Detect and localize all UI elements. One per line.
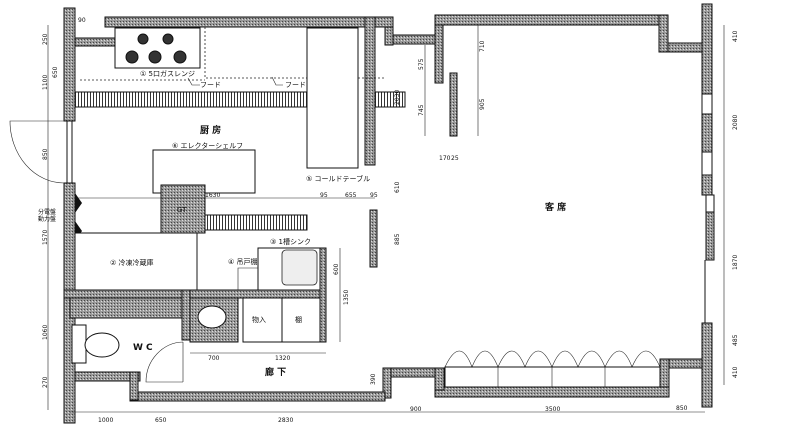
dim-inner-5: 885 xyxy=(394,233,401,245)
label-cold-table: ⑤ コールドテーブル xyxy=(306,174,370,183)
room-corridor: 廊 下 xyxy=(265,366,286,378)
dimension-lines xyxy=(47,25,725,413)
dim-bottom-2: 2830 xyxy=(278,417,293,424)
label-shelf: ⑥ エレクターシェルフ xyxy=(172,141,243,150)
dims-inner: 1630 95 655 95 610 885 575 745 710 905 1… xyxy=(205,40,486,385)
room-seating: 客 席 xyxy=(544,201,566,213)
dim-left-4: 1060 xyxy=(42,325,49,340)
toilet xyxy=(84,332,120,358)
dim-top-0: 90 xyxy=(78,17,86,24)
dim-inner-7: 745 xyxy=(418,104,425,116)
label-storage: 物入 xyxy=(252,315,266,324)
label-panel: 分電盤 xyxy=(38,208,56,216)
dim-left-2: 850 xyxy=(42,148,49,160)
dim-inner-0: 1630 xyxy=(205,192,220,199)
label-hanging-cabinet: ④ 吊戸棚 xyxy=(228,257,258,266)
dim-left-6: 650 xyxy=(52,66,59,78)
dim-inner-3: 95 xyxy=(370,192,378,199)
dim-right-0: 410 xyxy=(732,30,739,42)
dims-right: 410 2080 1870 485 410 xyxy=(732,30,739,378)
dim-inner-2: 655 xyxy=(345,192,357,199)
label-hood-2: フード xyxy=(285,81,306,89)
dim-right-4: 410 xyxy=(732,366,739,378)
fridge xyxy=(74,232,198,291)
hood-duct xyxy=(74,91,308,108)
label-gt: GT xyxy=(177,206,187,214)
room-kitchen: 厨 房 xyxy=(200,124,221,136)
dim-right-3: 485 xyxy=(732,334,739,346)
dim-inner-16: 1320 xyxy=(275,355,290,362)
dim-left-3: 1570 xyxy=(42,230,49,245)
grease-trap xyxy=(160,184,206,234)
dims-bottom: 1000 650 2830 900 3500 850 xyxy=(98,405,688,424)
dims-left: 250 1100 850 1570 1060 270 650 xyxy=(42,33,59,388)
dim-inner-12: 2030 xyxy=(394,90,401,105)
dim-bottom-3: 900 xyxy=(410,406,422,413)
label-hood-1: フード xyxy=(200,81,221,89)
cold-table xyxy=(306,27,359,169)
walls xyxy=(63,3,715,424)
toilet-tank xyxy=(71,324,87,364)
dim-inner-17: 390 xyxy=(370,373,377,385)
kitchen-equipment xyxy=(71,27,661,388)
dim-left-5: 270 xyxy=(42,376,49,388)
dim-inner-1: 95 xyxy=(320,192,328,199)
label-shelf-small: 棚 xyxy=(295,315,302,324)
label-power-panel: 動力盤 xyxy=(38,215,56,223)
label-fridge: ② 冷凍冷蔵庫 xyxy=(110,258,154,267)
dim-inner-4: 610 xyxy=(394,181,401,193)
dim-right-1: 2080 xyxy=(732,115,739,130)
dim-inner-8: 710 xyxy=(479,40,486,52)
dim-left-0: 250 xyxy=(42,33,49,45)
dim-inner-6: 575 xyxy=(418,58,425,70)
seating-bench xyxy=(444,350,661,388)
dim-inner-14: 1350 xyxy=(343,290,350,305)
room-wc: W C xyxy=(133,343,153,353)
dim-right-2: 1870 xyxy=(732,255,739,270)
label-sink: ③ 1槽シンク xyxy=(270,237,311,246)
burner-icons xyxy=(125,33,187,64)
dim-inner-10: 170 xyxy=(439,155,451,162)
openings xyxy=(9,93,715,383)
panel-marker-icon xyxy=(75,193,82,213)
dim-inner-13: 600 xyxy=(333,263,340,275)
dim-bottom-5: 850 xyxy=(676,405,688,412)
dim-bottom-4: 3500 xyxy=(545,406,560,413)
dim-left-1: 1100 xyxy=(42,75,49,90)
dim-inner-9: 905 xyxy=(479,98,486,110)
dim-inner-15: 700 xyxy=(208,355,220,362)
dim-bottom-0: 1000 xyxy=(98,417,113,424)
dim-inner-11: 25 xyxy=(451,155,459,162)
dim-bottom-1: 650 xyxy=(155,417,167,424)
label-gas-range: ① 5口ガスレンジ xyxy=(140,69,195,78)
